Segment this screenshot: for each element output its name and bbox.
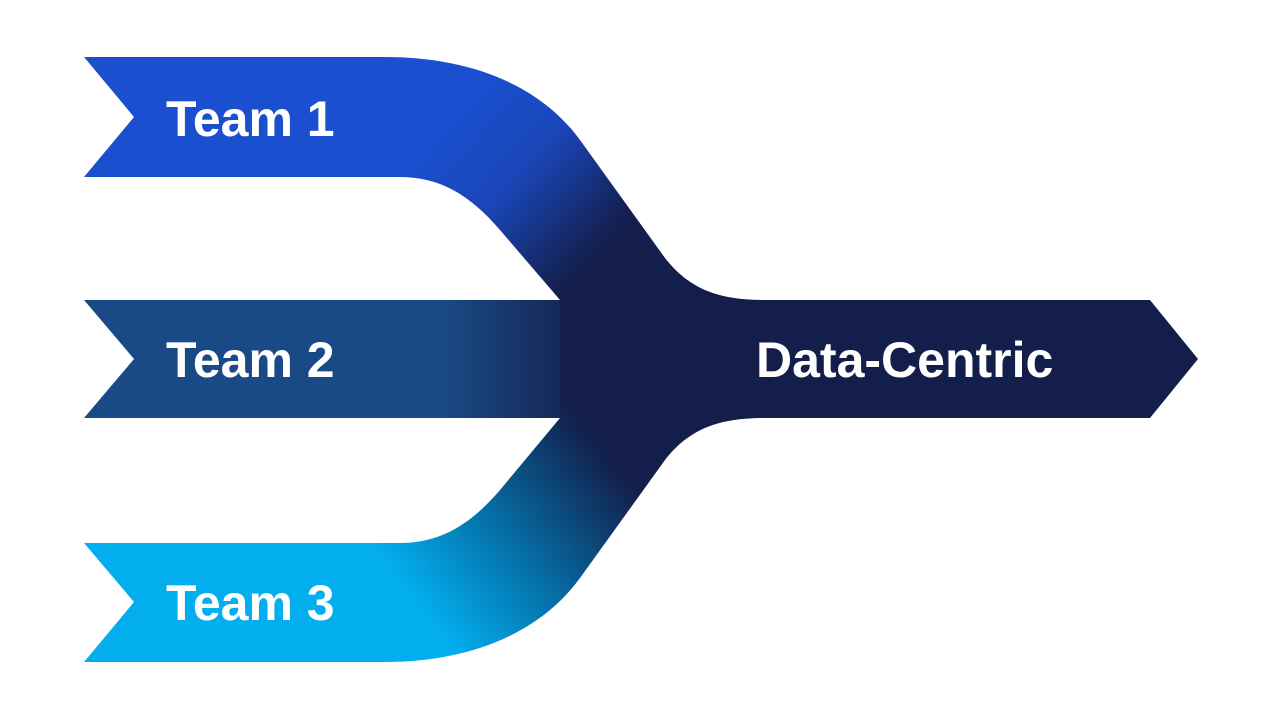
data-centric-label: Data-Centric bbox=[756, 332, 1053, 388]
input-band-team-3 bbox=[84, 300, 765, 662]
team-3-label: Team 3 bbox=[166, 575, 335, 631]
team-2-label: Team 2 bbox=[166, 332, 335, 388]
input-band-team-2 bbox=[84, 300, 610, 418]
team-1-label: Team 1 bbox=[166, 91, 335, 147]
